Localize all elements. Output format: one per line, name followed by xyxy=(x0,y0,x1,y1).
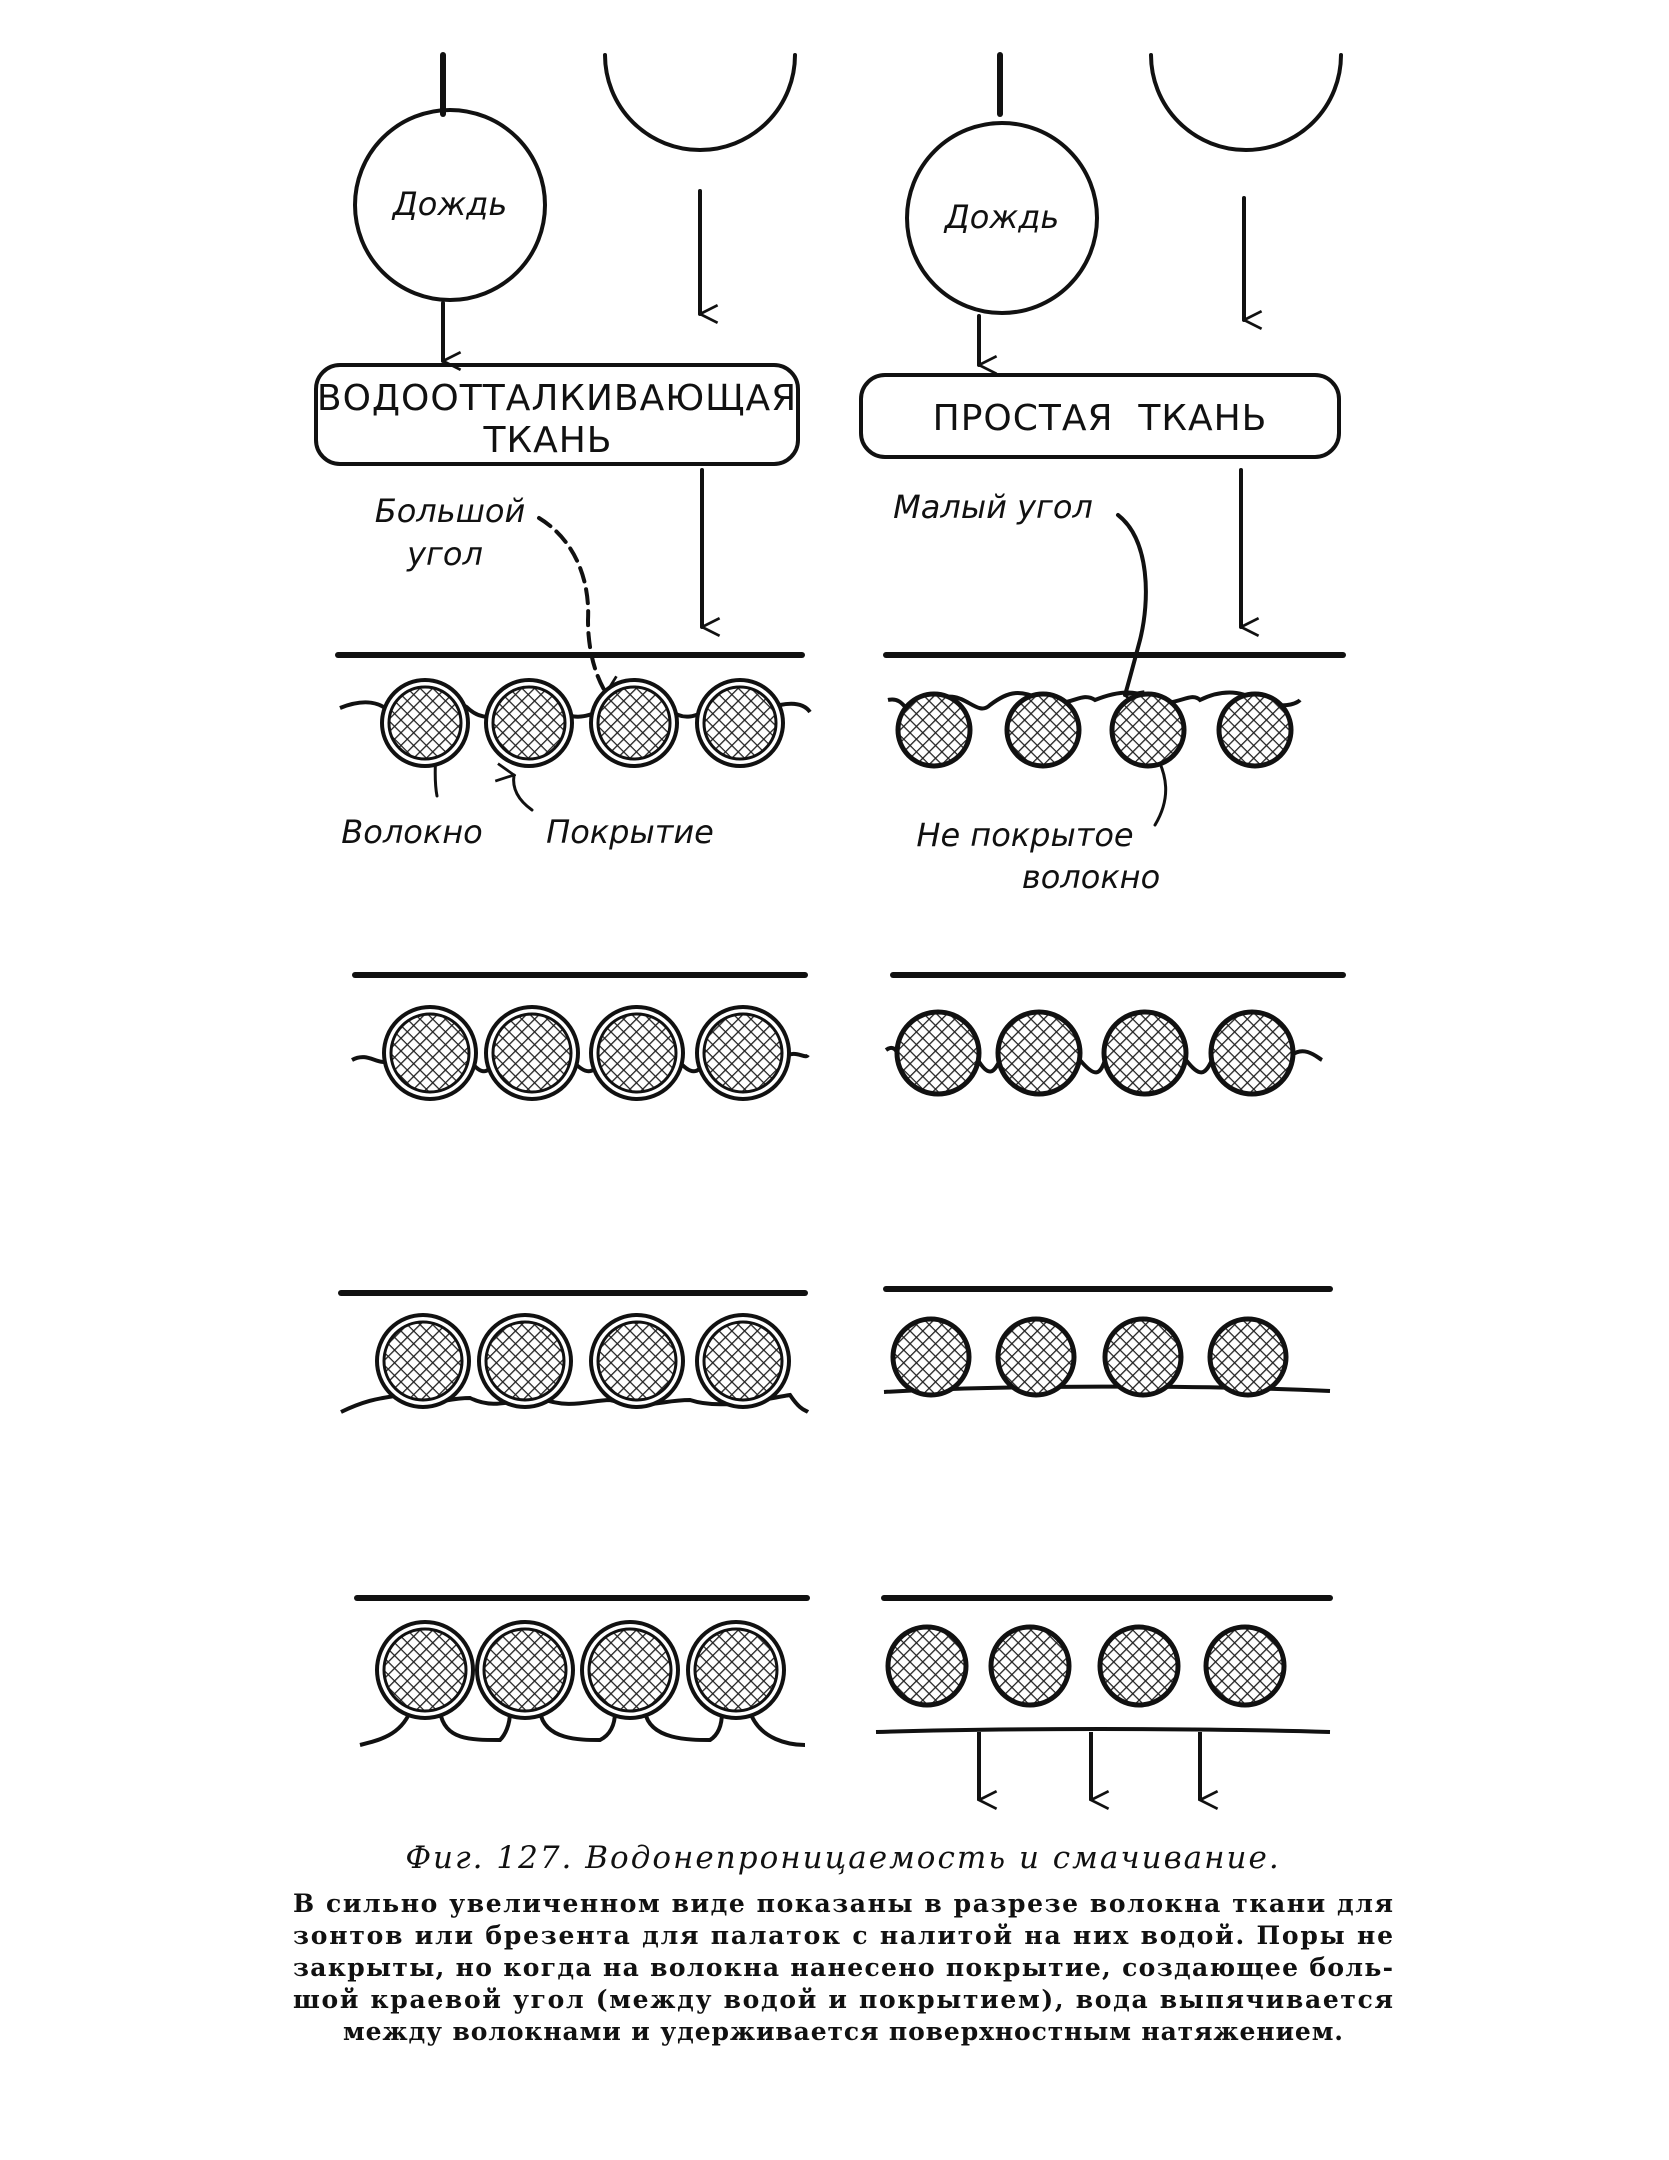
uncoated-fiber xyxy=(1102,1316,1184,1398)
coated-fiber xyxy=(482,1627,568,1713)
angle-pointer-left xyxy=(537,516,606,695)
rain-drop-circle-left xyxy=(353,108,547,302)
coated-fiber xyxy=(389,1012,471,1094)
rain-label-left: Дождь xyxy=(391,185,507,223)
fabric-label-left-line1: ВОДООТТАЛКИВАЮЩАЯ xyxy=(317,378,797,419)
coated-fiber xyxy=(596,1012,678,1094)
coated-fiber xyxy=(484,1320,566,1402)
coated-fiber xyxy=(693,1627,779,1713)
fabric-box-left xyxy=(314,363,800,466)
uncoated-fiber xyxy=(1216,691,1294,769)
fiber-label: Волокно xyxy=(341,813,482,851)
caption-line: зонтов или брезента для палаток с налито… xyxy=(293,1921,1393,1950)
uncoated-fiber xyxy=(1208,1009,1296,1097)
fabric-label-left-line2: ТКАНЬ xyxy=(483,420,613,461)
coated-fiber xyxy=(587,1627,673,1713)
uncoated-fiber xyxy=(895,691,973,769)
coated-fiber xyxy=(702,685,778,761)
coated-fiber xyxy=(382,1627,468,1713)
uncoated-fiber xyxy=(1004,691,1082,769)
uncoated-fiber xyxy=(1101,1009,1189,1097)
uncoated-fiber xyxy=(1203,1624,1287,1708)
uncoated-fiber-label-line2: волокно xyxy=(1022,858,1160,896)
coated-fiber xyxy=(382,1320,464,1402)
coating-pointer xyxy=(514,775,534,812)
rain-drop-circle-right xyxy=(905,121,1099,315)
coated-fiber xyxy=(491,1012,573,1094)
uncoated-fiber xyxy=(995,1316,1077,1398)
coated-fiber xyxy=(596,1320,678,1402)
uncoated-fiber xyxy=(988,1624,1072,1708)
angle-pointer-right xyxy=(1116,513,1148,695)
rain-label-right: Дождь xyxy=(943,198,1059,236)
fabric-thread xyxy=(359,1711,806,1747)
uncoated-fiber xyxy=(885,1624,969,1708)
coated-fiber xyxy=(491,685,567,761)
large-angle-label-line2: угол xyxy=(406,535,483,573)
rain-cup-left xyxy=(603,53,797,152)
coated-fiber xyxy=(596,685,672,761)
caption-line: шой краевой угол (между водой и покрытие… xyxy=(293,1985,1393,2014)
large-angle-label-line1: Большой xyxy=(375,492,526,530)
uncoated-fiber xyxy=(894,1009,982,1097)
coated-fiber xyxy=(387,685,463,761)
coated-fiber xyxy=(702,1320,784,1402)
caption-line: закрыты, но когда на волокна нанесено по… xyxy=(293,1953,1393,1982)
uncoated-fiber-label-line1: Не покрытое xyxy=(916,816,1133,854)
coated-fiber xyxy=(702,1012,784,1094)
figure-caption-title: Фиг. 127. Водонепроницаемость и смачиван… xyxy=(405,1840,1280,1876)
fabric-thread xyxy=(875,1727,1331,1734)
uncoated-fiber xyxy=(995,1009,1083,1097)
uncoated-fiber xyxy=(1207,1316,1289,1398)
uncoated-fiber xyxy=(1109,691,1187,769)
rain-cup-right xyxy=(1149,53,1343,152)
fabric-thread xyxy=(351,1051,810,1074)
fabric-label-right: ПРОСТАЯ ТКАНЬ xyxy=(933,398,1268,439)
caption-line: В сильно увеличенном виде показаны в раз… xyxy=(293,1889,1393,1918)
fabric-box-right xyxy=(859,373,1341,459)
uncoated-fiber xyxy=(890,1316,972,1398)
caption-line: между волокнами и удерживается поверхнос… xyxy=(343,2017,1343,2046)
coating-label: Покрытие xyxy=(546,813,714,851)
uncoated-fiber xyxy=(1097,1624,1181,1708)
small-angle-label: Малый угол xyxy=(893,488,1093,526)
